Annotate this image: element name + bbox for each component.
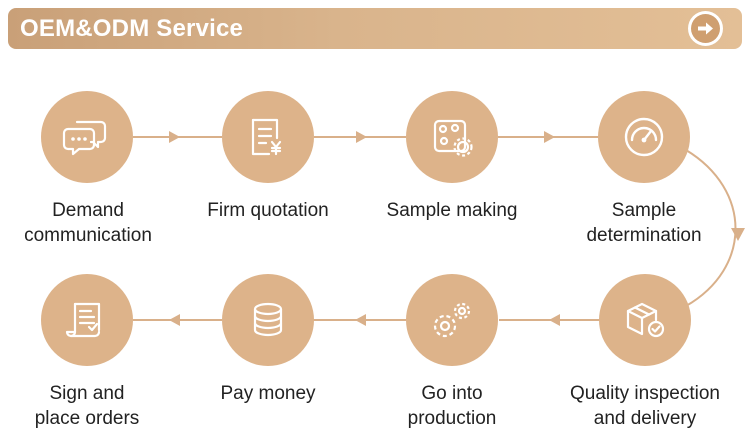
step-firm-quotation bbox=[222, 91, 314, 183]
arrow-right-icon bbox=[698, 22, 713, 35]
arrow-7-8 bbox=[169, 314, 180, 326]
coin-stack-icon bbox=[253, 302, 283, 337]
header-bar: OEM&ODM Service bbox=[8, 8, 742, 49]
arrow-6-7 bbox=[355, 314, 366, 326]
page-title: OEM&ODM Service bbox=[20, 15, 244, 42]
step-label-sample-making: Sample making bbox=[386, 200, 518, 221]
next-button[interactable] bbox=[688, 11, 723, 46]
step-label-firm-quotation: Firm quotation bbox=[207, 200, 329, 221]
chat-bubbles-icon bbox=[62, 120, 107, 156]
step-sample-making bbox=[406, 91, 498, 183]
step-pay-money bbox=[222, 274, 314, 366]
palette-gear-icon bbox=[433, 119, 473, 157]
gears-icon bbox=[433, 302, 471, 338]
contract-icon bbox=[65, 302, 101, 338]
step-go-into-production bbox=[406, 274, 498, 366]
step-sign-place-orders bbox=[41, 274, 133, 366]
arrow-5-6 bbox=[549, 314, 560, 326]
package-check-icon bbox=[626, 302, 665, 338]
step-quality-inspection-delivery bbox=[599, 274, 691, 366]
arrow-1-2 bbox=[169, 131, 180, 143]
quotation-document-icon bbox=[251, 118, 282, 156]
step-label-pay-money: Pay money bbox=[220, 383, 316, 404]
arrow-2-3 bbox=[356, 131, 367, 143]
arrow-4-5 bbox=[731, 228, 745, 241]
step-sample-determination bbox=[598, 91, 690, 183]
step-demand-communication bbox=[41, 91, 133, 183]
arrow-3-4 bbox=[544, 131, 555, 143]
gauge-icon bbox=[624, 117, 664, 157]
